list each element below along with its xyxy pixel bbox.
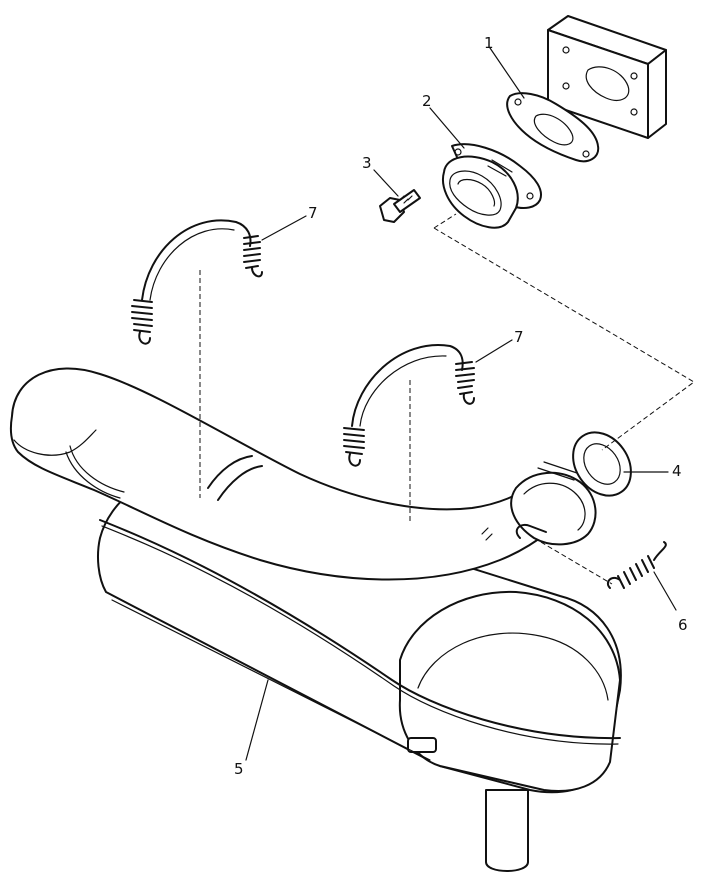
alignment-lines [199, 213, 695, 585]
callout-2: 2 [422, 92, 432, 110]
callout-7-lower: 7 [514, 328, 524, 346]
callout-7-upper: 7 [308, 204, 318, 222]
exhaust-flange-part-2 [442, 143, 542, 229]
spring-part-7-upper [131, 219, 263, 345]
muffler-part-5 [97, 475, 622, 872]
callout-6: 6 [678, 616, 688, 634]
callout-5: 5 [234, 760, 244, 778]
callout-1: 1 [484, 34, 494, 52]
spring-part-7-lower [343, 344, 475, 467]
callout-labels: 1 2 3 4 5 6 7 7 [234, 34, 688, 778]
callout-3: 3 [362, 154, 372, 172]
gasket-ring-part-4 [572, 431, 632, 497]
bolt-part-3 [379, 189, 421, 223]
engine-mount-block [547, 15, 667, 139]
leader-lines [245, 47, 677, 761]
exhaust-pipe [9, 367, 597, 581]
gasket-part-1 [506, 92, 600, 163]
spring-part-6 [606, 541, 667, 589]
callout-4: 4 [672, 462, 682, 480]
